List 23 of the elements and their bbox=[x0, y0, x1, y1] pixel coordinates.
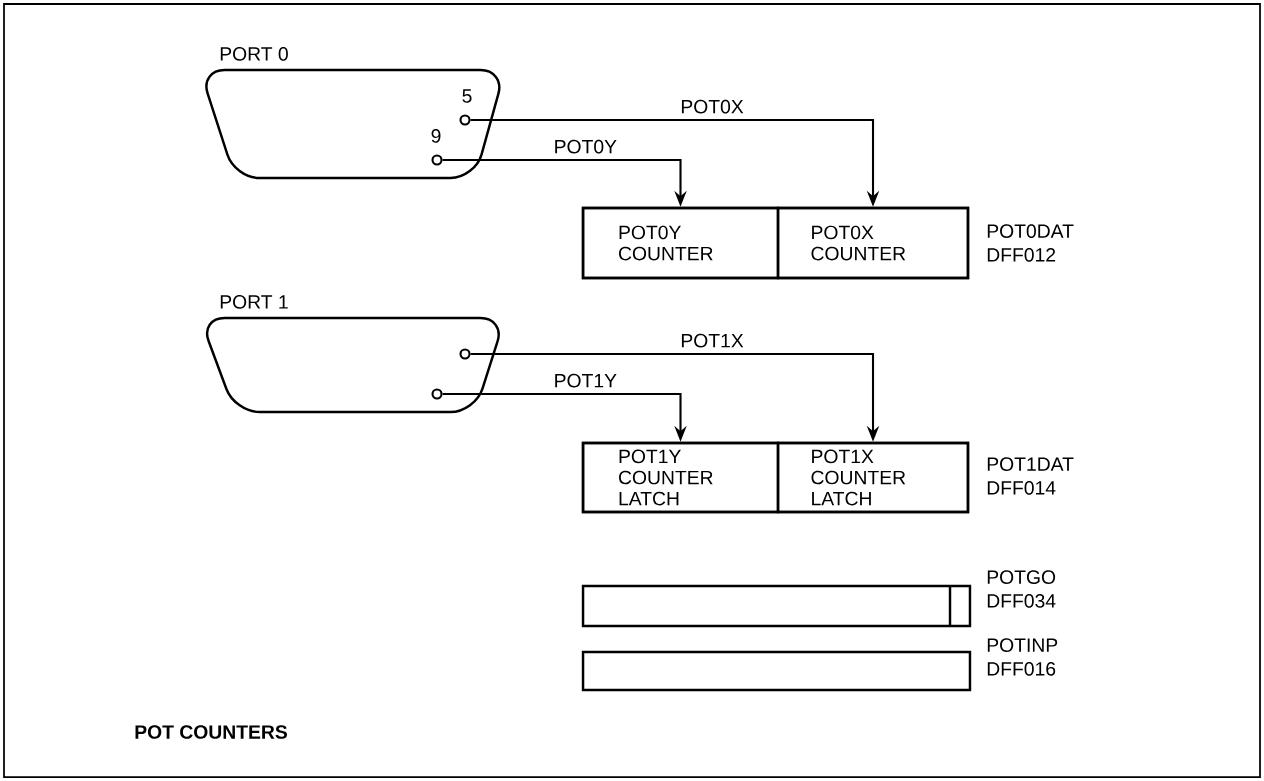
register-label: POT0DAT DFF012 bbox=[987, 224, 1074, 262]
node-label: PORT 0 bbox=[220, 47, 288, 61]
register-box bbox=[581, 650, 972, 692]
register-label: POTGO DFF034 bbox=[987, 570, 1056, 608]
pin: 5 bbox=[459, 89, 472, 126]
node-label: 9 bbox=[431, 129, 441, 143]
counter-cell: POT1X COUNTER LATCH bbox=[776, 441, 970, 514]
edge-label: POT0X bbox=[678, 98, 746, 116]
edge-label: POT1X bbox=[678, 332, 746, 350]
counter-cell: POT0X COUNTER bbox=[776, 206, 970, 280]
edge-label: POT0Y bbox=[551, 138, 619, 156]
counter-cell: POT1Y COUNTER LATCH bbox=[581, 441, 780, 514]
caption: POT COUNTERS bbox=[135, 725, 287, 739]
register-label: POTINP DFF016 bbox=[987, 638, 1058, 676]
register-box bbox=[581, 584, 972, 628]
edge-label: POT1Y bbox=[551, 372, 619, 390]
register-label: POT1DAT DFF014 bbox=[987, 457, 1074, 495]
pin bbox=[431, 388, 443, 400]
node-label: 5 bbox=[462, 89, 472, 103]
node-label: PORT 1 bbox=[220, 295, 288, 309]
pin bbox=[459, 348, 471, 360]
pin: 9 bbox=[431, 129, 443, 166]
counter-cell: POT0Y COUNTER bbox=[581, 206, 780, 280]
